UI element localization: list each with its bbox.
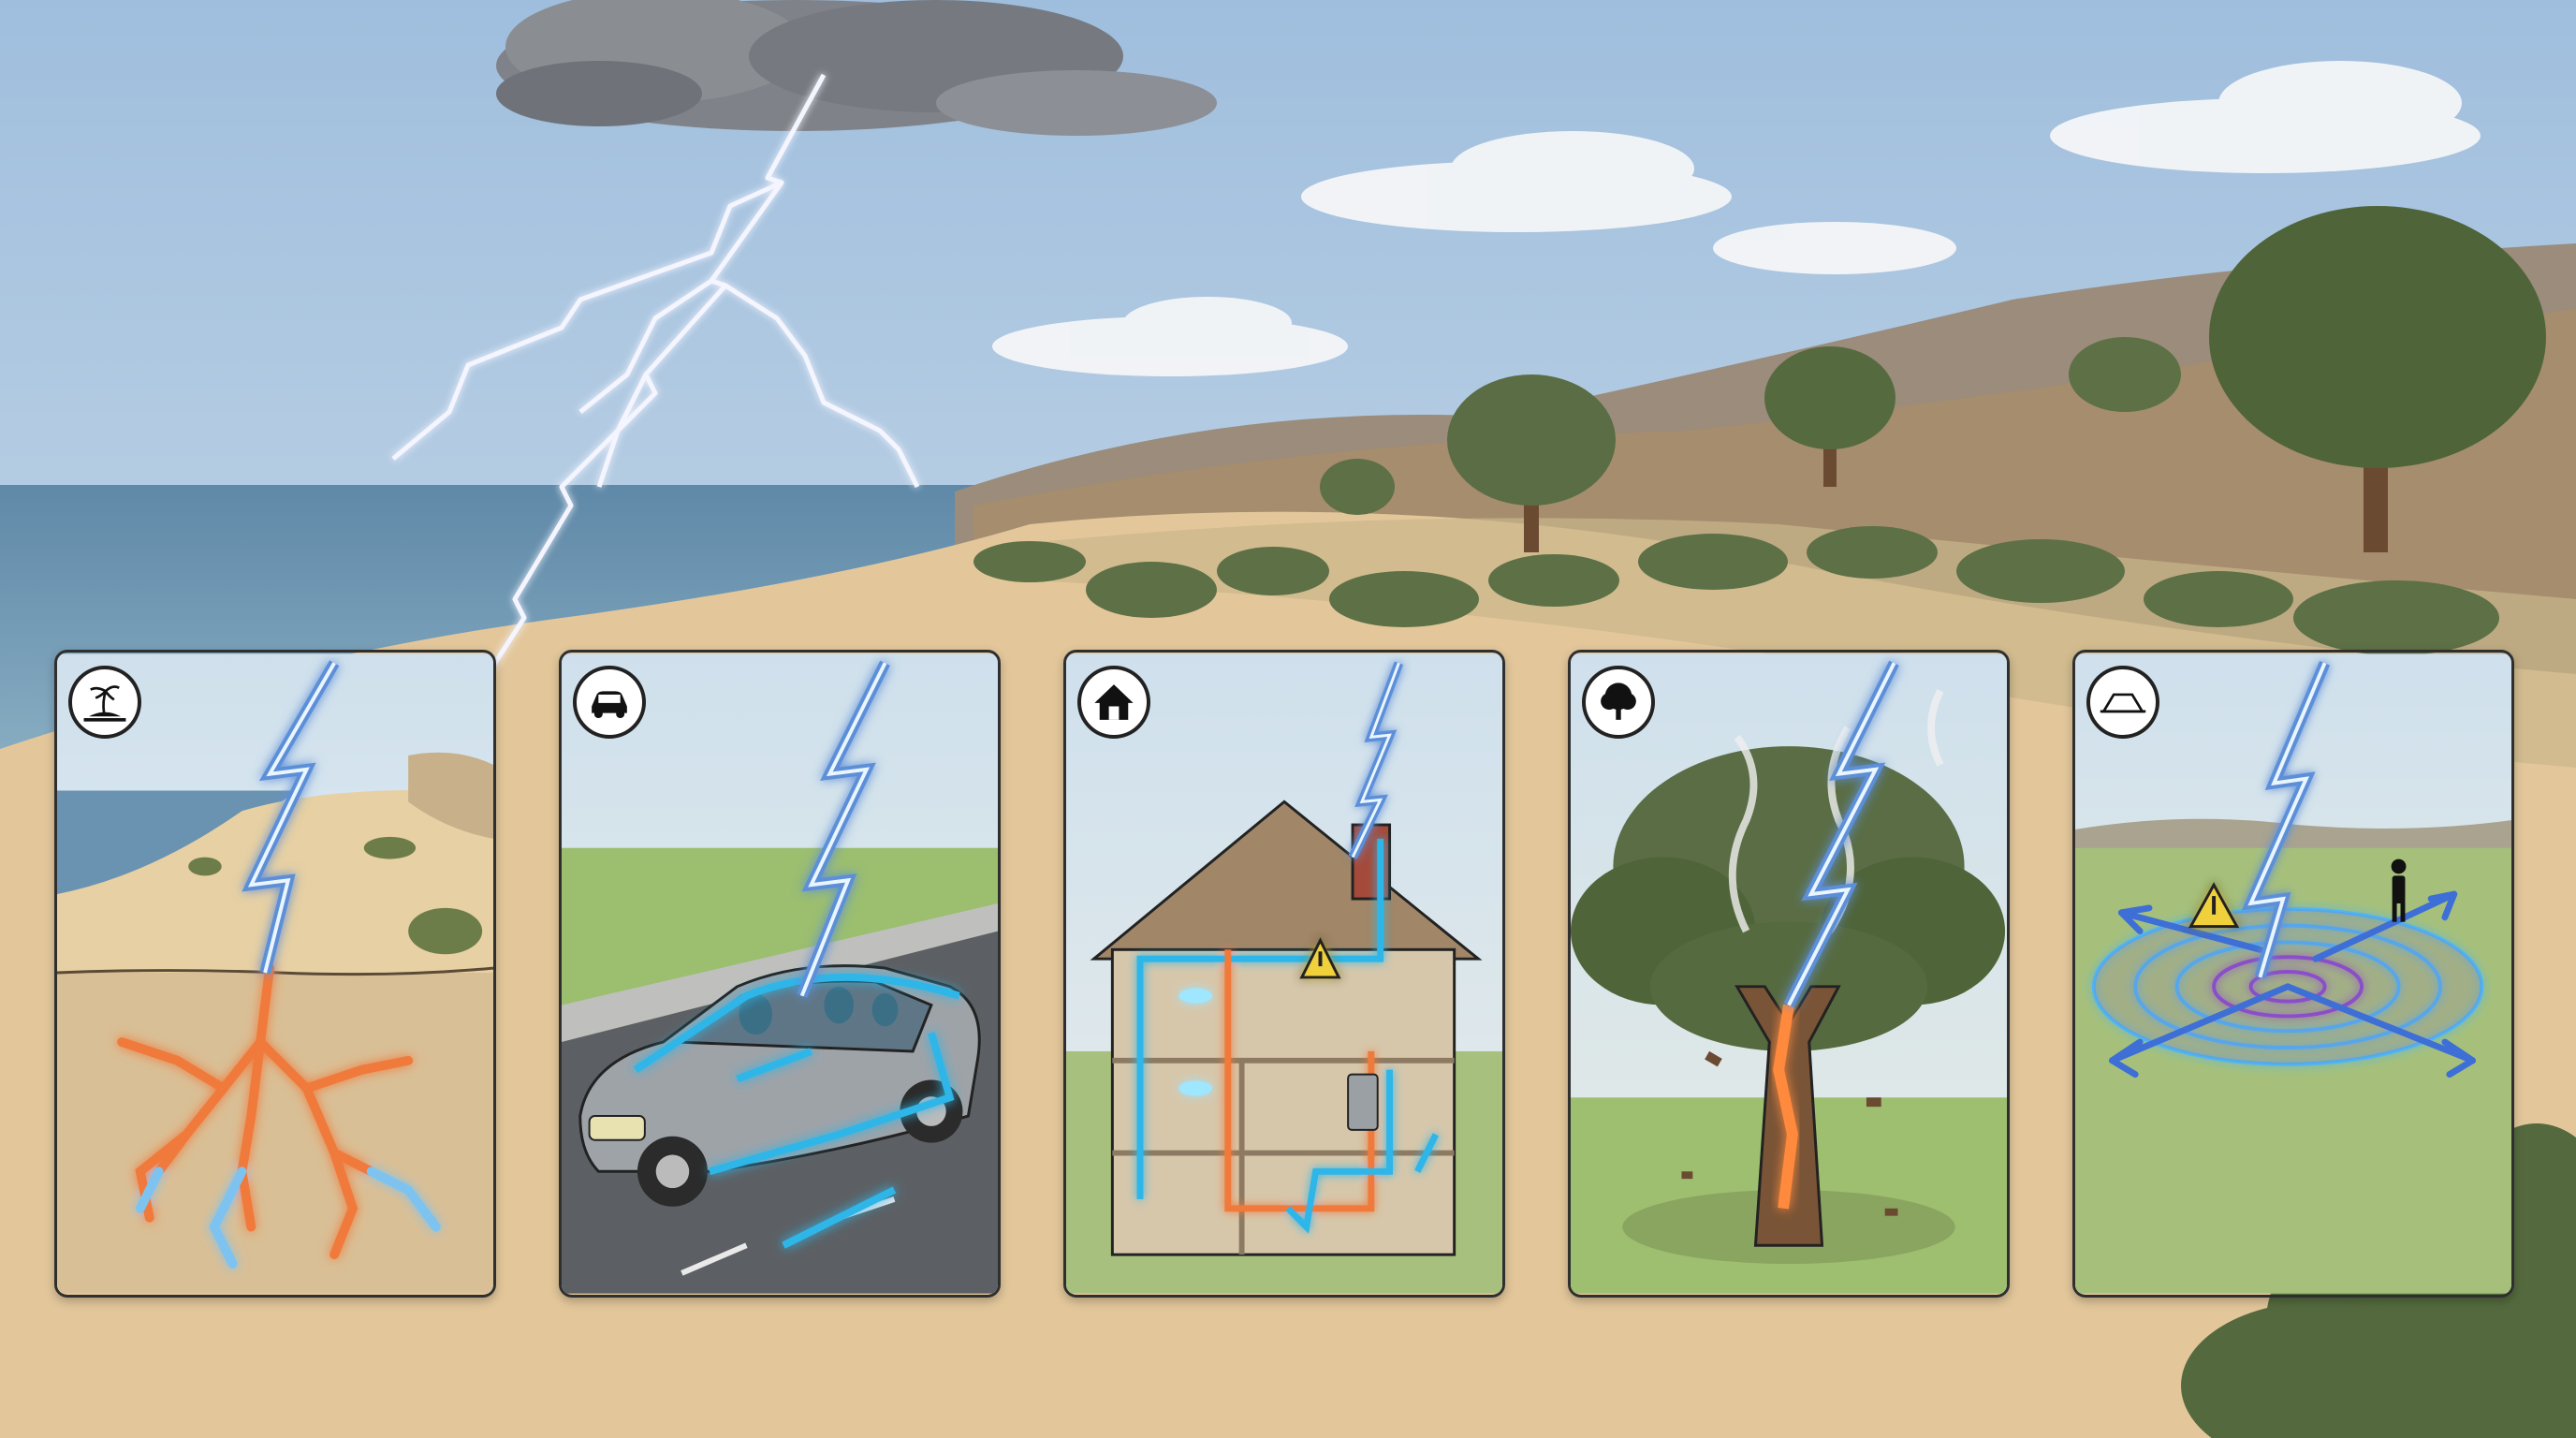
car-icon <box>573 666 646 739</box>
sky-lightning-bolt <box>391 73 920 699</box>
hillside-shrubs <box>973 526 2499 655</box>
card-tree <box>1568 650 2010 1298</box>
ground-ripples <box>2091 906 2484 1066</box>
tree-canopy <box>1571 746 2006 1051</box>
hillside-tree <box>1447 374 1616 552</box>
car-current-arrows <box>633 974 960 1249</box>
card-house <box>1063 650 1505 1298</box>
house-icon <box>1077 666 1150 739</box>
ripple-arrows <box>2109 890 2476 1078</box>
beach-palm-icon <box>68 666 141 739</box>
person-silhouette <box>2391 858 2407 922</box>
hillside-tree <box>1764 346 1895 487</box>
hillside-tree <box>2209 206 2546 552</box>
ground-current-roots <box>117 963 441 1269</box>
card-car <box>559 650 1001 1298</box>
storm-cloud <box>496 0 1217 136</box>
card-open-field <box>2072 650 2514 1298</box>
hillside-tree <box>1320 337 2181 515</box>
warning-icon <box>1299 937 1341 979</box>
card-beach <box>54 650 496 1298</box>
tree-icon <box>1582 666 1655 739</box>
warning-icon <box>2188 882 2240 929</box>
open-field-icon <box>2086 666 2159 739</box>
